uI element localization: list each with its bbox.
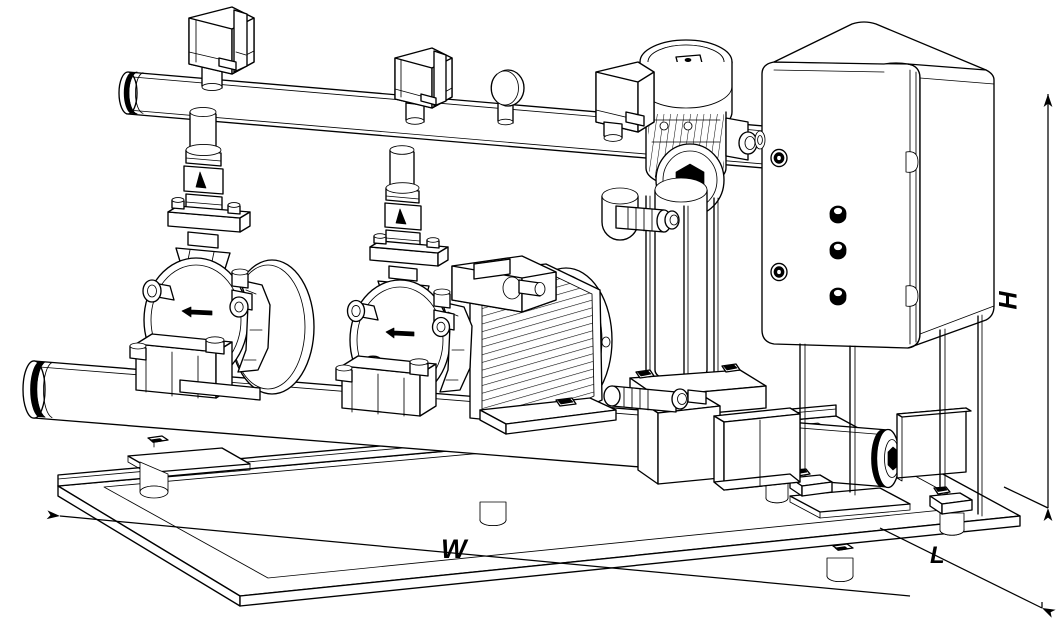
flow-direction-arrow-2 xyxy=(385,327,415,339)
control-panel xyxy=(713,21,995,517)
dimension-w xyxy=(46,510,911,597)
dimension-h xyxy=(1003,94,1053,521)
manifold-end-cap xyxy=(871,428,901,489)
pressure-switch-1 xyxy=(188,6,255,92)
anti-vibration-foot xyxy=(826,543,854,583)
pump-1 xyxy=(129,257,315,401)
panel-latch-lower xyxy=(770,262,788,282)
dimension-lines xyxy=(46,94,1056,618)
pump-3-vertical-multistage xyxy=(595,39,767,485)
anti-vibration-foot xyxy=(139,435,169,499)
panel-indicator-3 xyxy=(829,287,847,306)
flow-direction-arrow-1 xyxy=(181,306,213,318)
panel-latch-upper xyxy=(770,148,788,168)
motor-terminal-box-2 xyxy=(451,255,557,313)
dimension-label-height: H xyxy=(994,291,1023,310)
pressure-gauge xyxy=(490,69,525,126)
panel-indicator-1 xyxy=(829,205,847,224)
dimension-label-depth: L xyxy=(930,542,945,569)
panel-indicator-2 xyxy=(829,241,847,260)
pump-2 xyxy=(335,255,617,435)
dimension-l xyxy=(879,527,1056,618)
motor-terminal-box-3 xyxy=(595,61,655,142)
pressure-switch-2 xyxy=(394,47,453,125)
dimension-label-width: W xyxy=(441,534,467,564)
anti-vibration-foot xyxy=(765,482,789,504)
suction-elbow-right xyxy=(601,187,707,413)
